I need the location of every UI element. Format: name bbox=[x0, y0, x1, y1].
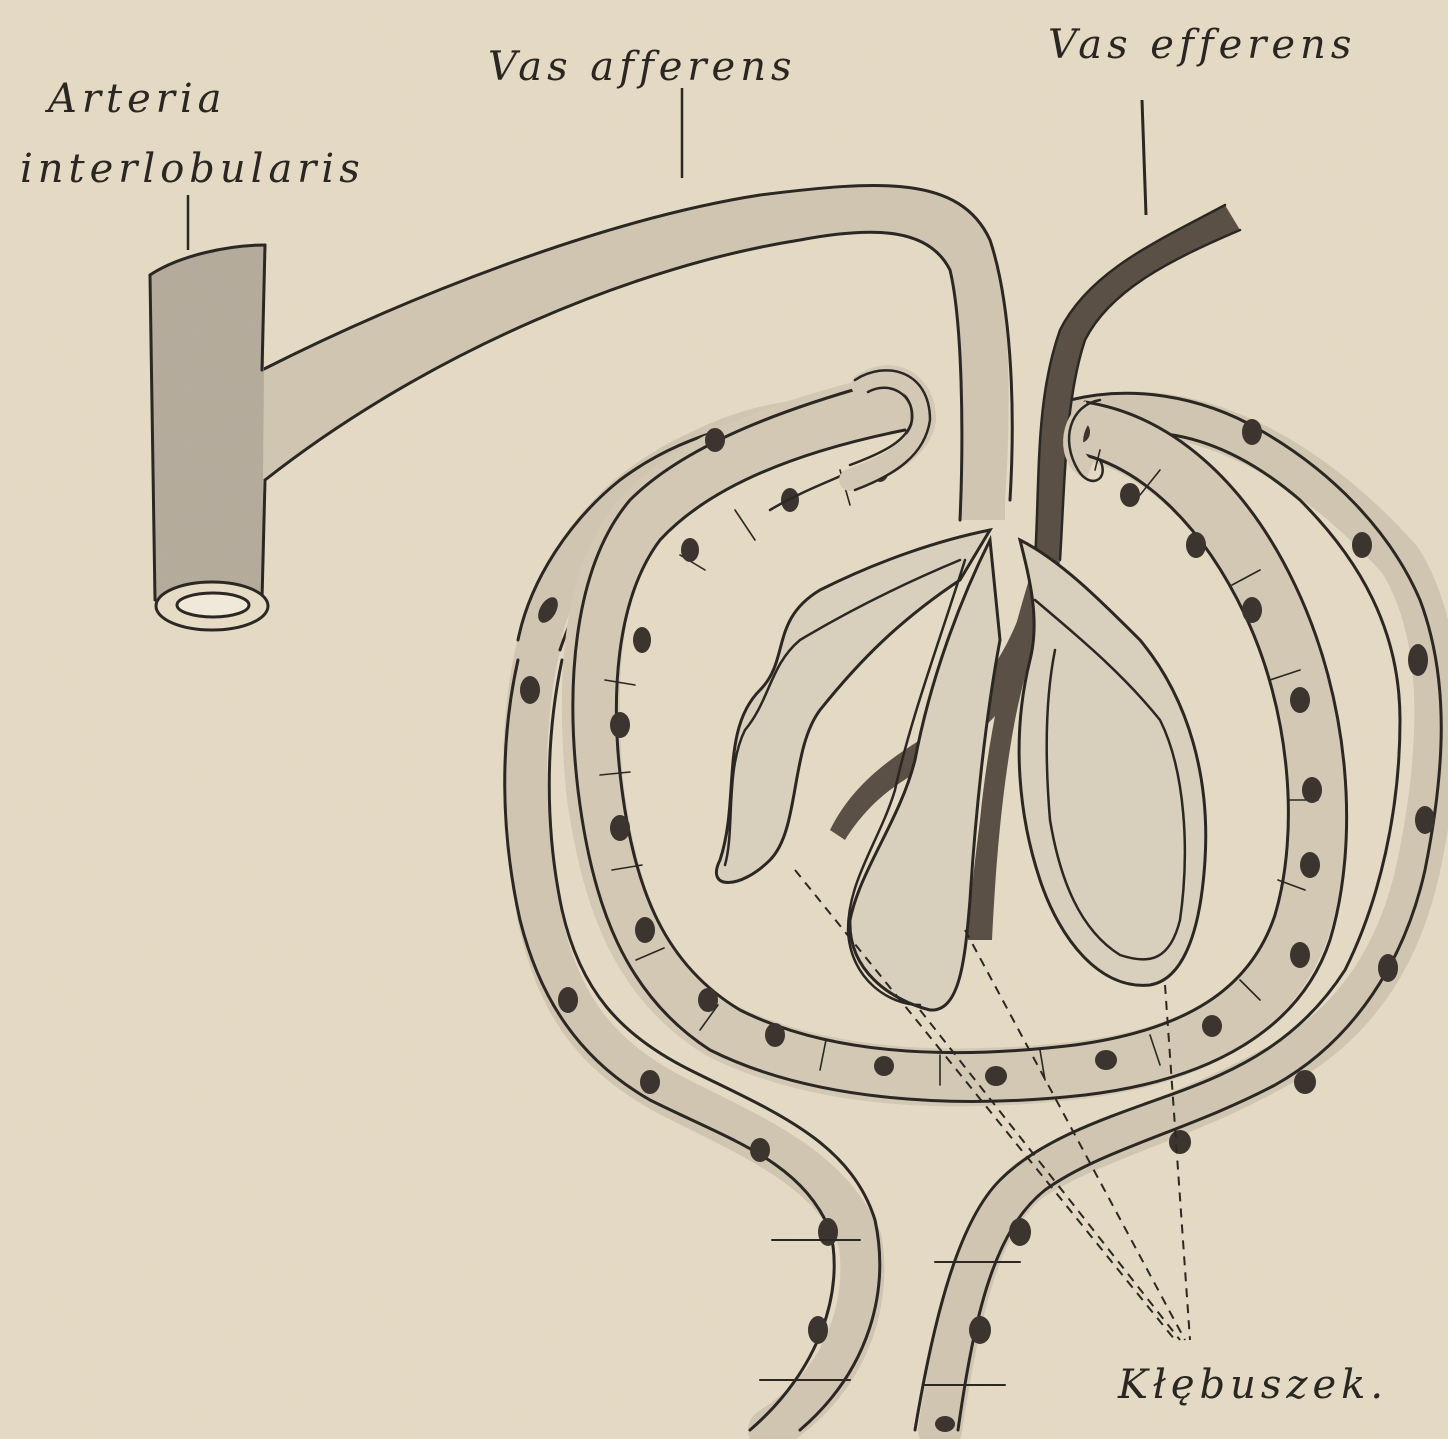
arteria-interlobularis-vessel bbox=[150, 245, 268, 630]
label-arteria-line2: interlobularis bbox=[20, 146, 365, 192]
label-arteria-line1: Arteria bbox=[44, 76, 227, 122]
label-vas-afferens: Vas afferens bbox=[488, 44, 797, 90]
label-klebuszek: Kłębuszek. bbox=[1117, 1362, 1388, 1408]
label-vas-efferens: Vas efferens bbox=[1048, 22, 1356, 68]
